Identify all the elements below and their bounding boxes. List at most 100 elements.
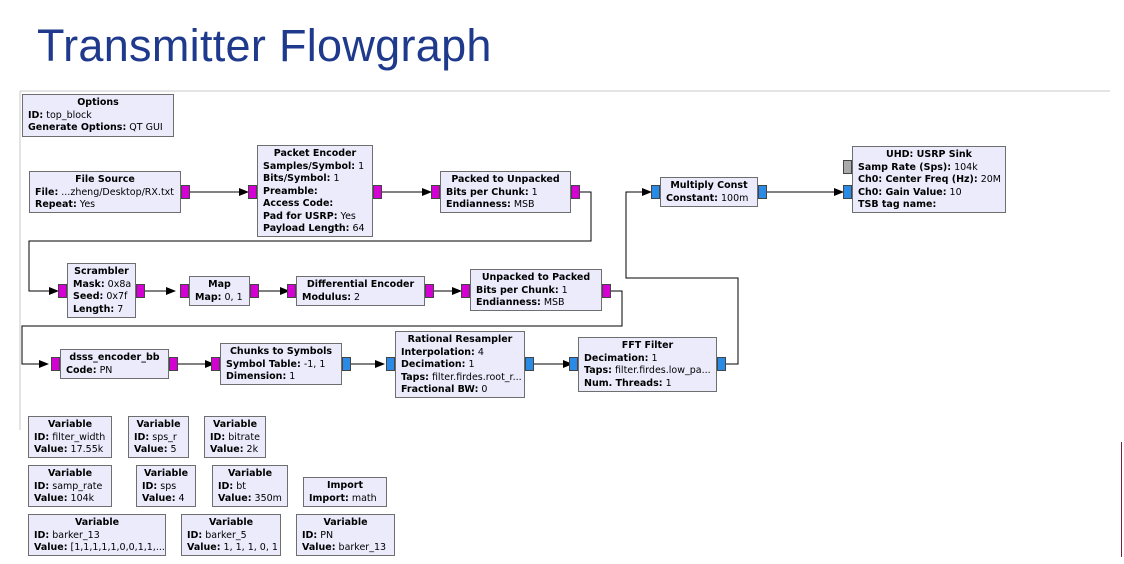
fft-filter-block[interactable]: FFT Filter Decimation: 1 Taps: filter.fi… [578, 337, 717, 392]
chunks-to-symbols-block[interactable]: Chunks to Symbols Symbol Table: -1, 1 Di… [220, 343, 342, 385]
param-value: 1 [330, 173, 340, 184]
param-value: Yes [76, 199, 96, 210]
param-row: Value: 1, 1, 1, 0, 1 [187, 542, 278, 555]
rational-resampler-block[interactable]: Rational Resampler Interpolation: 4 Deci… [395, 331, 525, 398]
param-value: 1 [465, 359, 475, 370]
param-row: Ch0: Center Freq (Hz): 20M [858, 174, 1001, 187]
options-block[interactable]: Options ID: top_block Generate Options: … [22, 94, 174, 137]
block-title: Variable [136, 419, 181, 430]
usrp-sink-block[interactable]: UHD: USRP Sink Samp Rate (Sps): 104k Ch0… [852, 146, 1006, 213]
packet-encoder-in-port[interactable] [248, 185, 257, 199]
param-label: TSB tag name: [858, 199, 937, 210]
variable-samp-rate-block[interactable]: Variable ID: samp_rate Value: 104k [28, 465, 112, 507]
param-label: Value: [34, 493, 68, 504]
param-label: Decimation: [584, 352, 649, 364]
variable-bt-block[interactable]: Variable ID: bt Value: 350m [212, 465, 288, 507]
variable-bitrate-block[interactable]: Variable ID: bitrate Value: 2k [204, 416, 266, 458]
param-label: Modulus: [302, 291, 352, 303]
p2u-out-port[interactable] [571, 185, 580, 199]
param-value: 17.55k [67, 444, 104, 455]
slide-title: Transmitter Flowgraph [37, 20, 492, 71]
variable-barker-5-block[interactable]: Variable ID: barker_5 Value: 1, 1, 1, 0,… [181, 514, 281, 556]
block-title: Import [327, 480, 363, 491]
unpacked-to-packed-block[interactable]: Unpacked to Packed Bits per Chunk: 1 End… [470, 269, 602, 311]
dsss-encoder-block[interactable]: dsss_encoder_bb Code: PN [60, 349, 169, 379]
packet-encoder-block[interactable]: Packet Encoder Samples/Symbol: 1 Bits/Sy… [257, 145, 373, 237]
scrambler-block[interactable]: Scrambler Mask: 0x8a Seed: 0x7f Length: … [67, 263, 136, 318]
param-row: Value: 104k [34, 493, 106, 506]
param-label: Value: [302, 542, 336, 553]
chunks-out-port[interactable] [342, 357, 351, 371]
dsss-encoder-in-port[interactable] [51, 357, 60, 371]
param-row: ID: barker_13 [34, 530, 160, 543]
packed-to-unpacked-block[interactable]: Packed to Unpacked Bits per Chunk: 1 End… [440, 171, 571, 213]
param-row: Bits/Symbol: 1 [263, 173, 367, 186]
param-value: sps_r [149, 431, 177, 443]
param-value: 5 [167, 444, 177, 455]
param-row: Symbol Table: -1, 1 [226, 359, 336, 372]
variable-sps-r-block[interactable]: Variable ID: sps_r Value: 5 [128, 416, 189, 458]
fft-filter-out-port[interactable] [717, 357, 726, 371]
param-label: Value: [187, 542, 221, 553]
file-source-out-port[interactable] [181, 185, 190, 199]
param-row: Num. Threads: 1 [584, 378, 711, 391]
param-value: ...zheng/Desktop/RX.txt [58, 186, 175, 198]
variable-filter-width-block[interactable]: Variable ID: filter_width Value: 17.55k [28, 416, 112, 458]
param-row: Value: [1,1,1,1,1,0,0,1,1,... [34, 542, 165, 555]
resampler-out-port[interactable] [525, 357, 534, 371]
block-title: Unpacked to Packed [481, 272, 591, 283]
param-row: Map: 0, 1 [195, 292, 244, 305]
param-row: Pad for USRP: Yes [263, 211, 367, 224]
multiply-const-out-port[interactable] [758, 185, 767, 199]
scrambler-in-port[interactable] [58, 284, 67, 298]
variable-pn-block[interactable]: Variable ID: PN Value: barker_13 [296, 514, 395, 556]
scrambler-out-port[interactable] [136, 284, 145, 298]
block-title: FFT Filter [621, 340, 674, 351]
param-value: filter.firdes.root_r... [428, 371, 522, 383]
param-label: Value: [142, 493, 176, 504]
param-value: barker_13 [49, 529, 100, 541]
param-value: QT GUI [126, 122, 163, 133]
block-title: Variable [227, 468, 273, 479]
map-in-port[interactable] [180, 284, 189, 298]
import-math-block[interactable]: Import Import: math [303, 477, 387, 507]
param-value: sps [157, 480, 177, 492]
chunks-in-port[interactable] [211, 357, 220, 371]
map-out-port[interactable] [250, 284, 259, 298]
param-value: 0x8a [104, 278, 132, 290]
param-row: Ch0: Gain Value: 10 [858, 187, 1000, 200]
diff-encoder-in-port[interactable] [287, 284, 296, 298]
param-value: 4 [175, 493, 185, 504]
param-label: File: [35, 186, 59, 198]
fft-filter-in-port[interactable] [569, 357, 578, 371]
param-value: 2 [351, 291, 361, 303]
param-value: barker_13 [335, 542, 387, 553]
block-title: Packed to Unpacked [451, 174, 560, 185]
resampler-in-port[interactable] [386, 357, 395, 371]
block-title: Variable [208, 517, 254, 528]
u2p-in-port[interactable] [461, 284, 470, 298]
file-source-block[interactable]: File Source File: ...zheng/Desktop/RX.tx… [29, 171, 181, 213]
variable-barker-13-block[interactable]: Variable ID: barker_13 Value: [1,1,1,1,1… [28, 514, 166, 556]
multiply-const-in-port[interactable] [651, 185, 660, 199]
multiply-const-block[interactable]: Multiply Const Constant: 100m [660, 177, 758, 207]
param-row: Taps: filter.firdes.root_r... [401, 371, 522, 385]
packet-encoder-out-port[interactable] [373, 185, 382, 199]
param-label: ID: [28, 109, 44, 121]
usrp-sink-in-port[interactable] [843, 185, 852, 199]
param-row: Value: 2k [210, 444, 260, 457]
param-row: Value: 4 [142, 493, 190, 506]
differential-encoder-block[interactable]: Differential Encoder Modulus: 2 [296, 276, 425, 306]
param-row: Preamble: [263, 186, 367, 199]
map-block[interactable]: Map Map: 0, 1 [189, 276, 250, 306]
param-value: 0, 1 [221, 291, 243, 303]
p2u-in-port[interactable] [431, 185, 440, 199]
dsss-encoder-out-port[interactable] [169, 357, 178, 371]
param-value: 104k [67, 493, 95, 504]
diff-encoder-out-port[interactable] [425, 284, 434, 298]
variable-sps-block[interactable]: Variable ID: sps Value: 4 [136, 465, 196, 507]
u2p-out-port[interactable] [602, 284, 611, 298]
param-label: Preamble: [263, 185, 318, 197]
usrp-sink-msg-port[interactable] [843, 160, 852, 174]
param-row: Code: PN [66, 365, 163, 378]
